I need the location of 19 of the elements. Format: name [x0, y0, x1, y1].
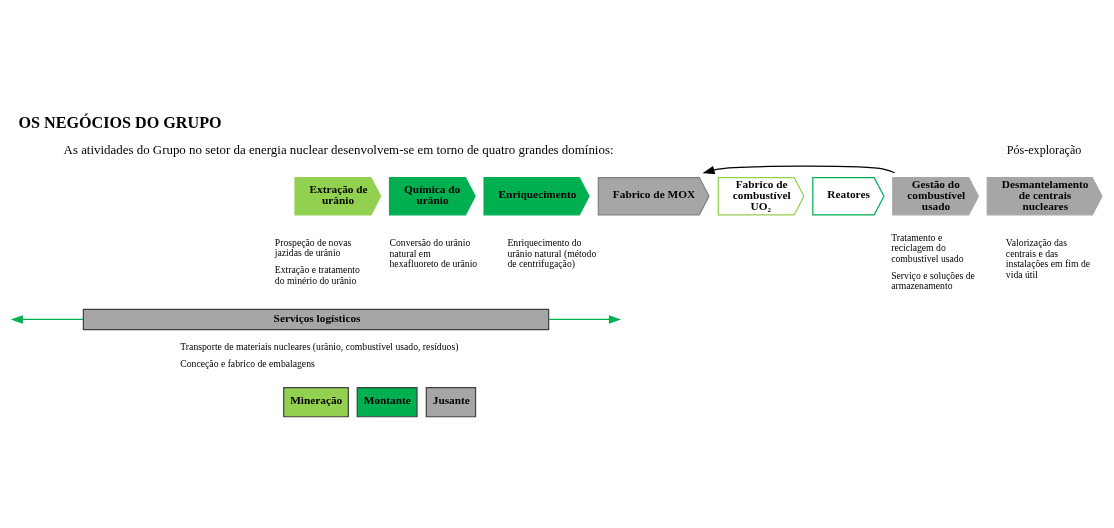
- label: Pós-exploração: [1006, 142, 1082, 157]
- node-box: Serviços logísticos: [82, 308, 550, 330]
- node-label: Valorização das centrais e das instalações em fim de vida útil: [1005, 236, 1091, 280]
- node-label: Prospeção de novas jazidas de urânio: [274, 236, 352, 258]
- node-label: Transporte de materiais nucleares (urânio, combustível usado, resíduos): [180, 340, 459, 352]
- arrow: [702, 165, 896, 174]
- node-label: Extração e tratamento do minério do urânio: [274, 263, 360, 286]
- node-label: Conceção e fabrico de embalagens: [180, 357, 315, 369]
- arrow: [548, 314, 622, 324]
- legend-label: Mineração: [290, 393, 343, 406]
- node-label: Tratamento e reciclagem do combustível usado: [891, 231, 964, 264]
- diagram-title: OS NEGÓCIOS DO GRUPO: [18, 113, 222, 131]
- legend-label: Jusante: [432, 393, 470, 406]
- arrow: [10, 314, 84, 324]
- node-label: Serviço e soluções de armazenamento: [891, 269, 975, 291]
- legend-label: Montante: [363, 393, 411, 406]
- label: As atividades do Grupo no setor da energia nuclear desenvolvem-se em torno de quatro grandes domínios:: [63, 141, 614, 157]
- node-label: Enriquecimento do urânio natural (método de centrifugação): [507, 236, 597, 269]
- node-label: Conversão do urânio natural em hexafluoreto de urânio: [389, 236, 478, 269]
